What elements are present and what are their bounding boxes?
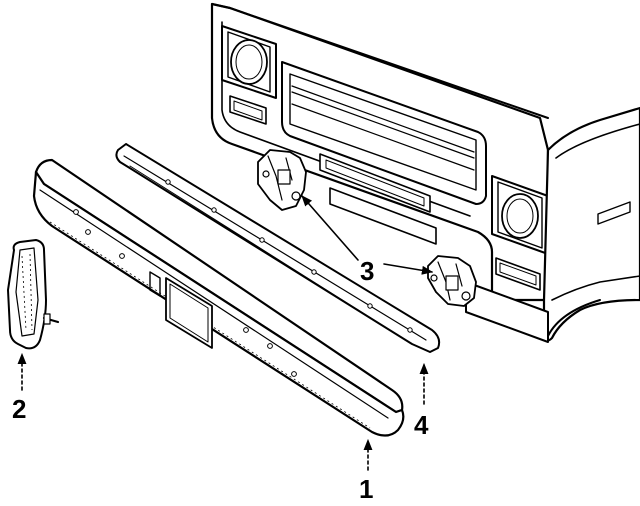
front-bumper-face-bar [32,158,405,437]
strip-fastener-holes [165,179,413,333]
callout-2: 2 [12,394,26,424]
bumper-bracket-upper [257,149,307,211]
bumper-bracket-lower [427,255,477,307]
leader-lines [17,195,434,471]
bumper-bolt-holes [73,209,297,377]
fender [542,106,640,342]
right-headlamp [491,175,549,255]
left-headlamp [221,25,277,99]
callout-1: 1 [359,474,373,504]
vehicle-front-end [210,2,640,343]
bumper-guard [7,239,60,350]
grille-insert [281,61,487,205]
callout-labels: 1 2 3 4 [12,256,429,504]
callout-3: 3 [360,256,374,286]
bumper-reinforcement-strip [115,143,441,353]
callout-4: 4 [414,410,429,440]
